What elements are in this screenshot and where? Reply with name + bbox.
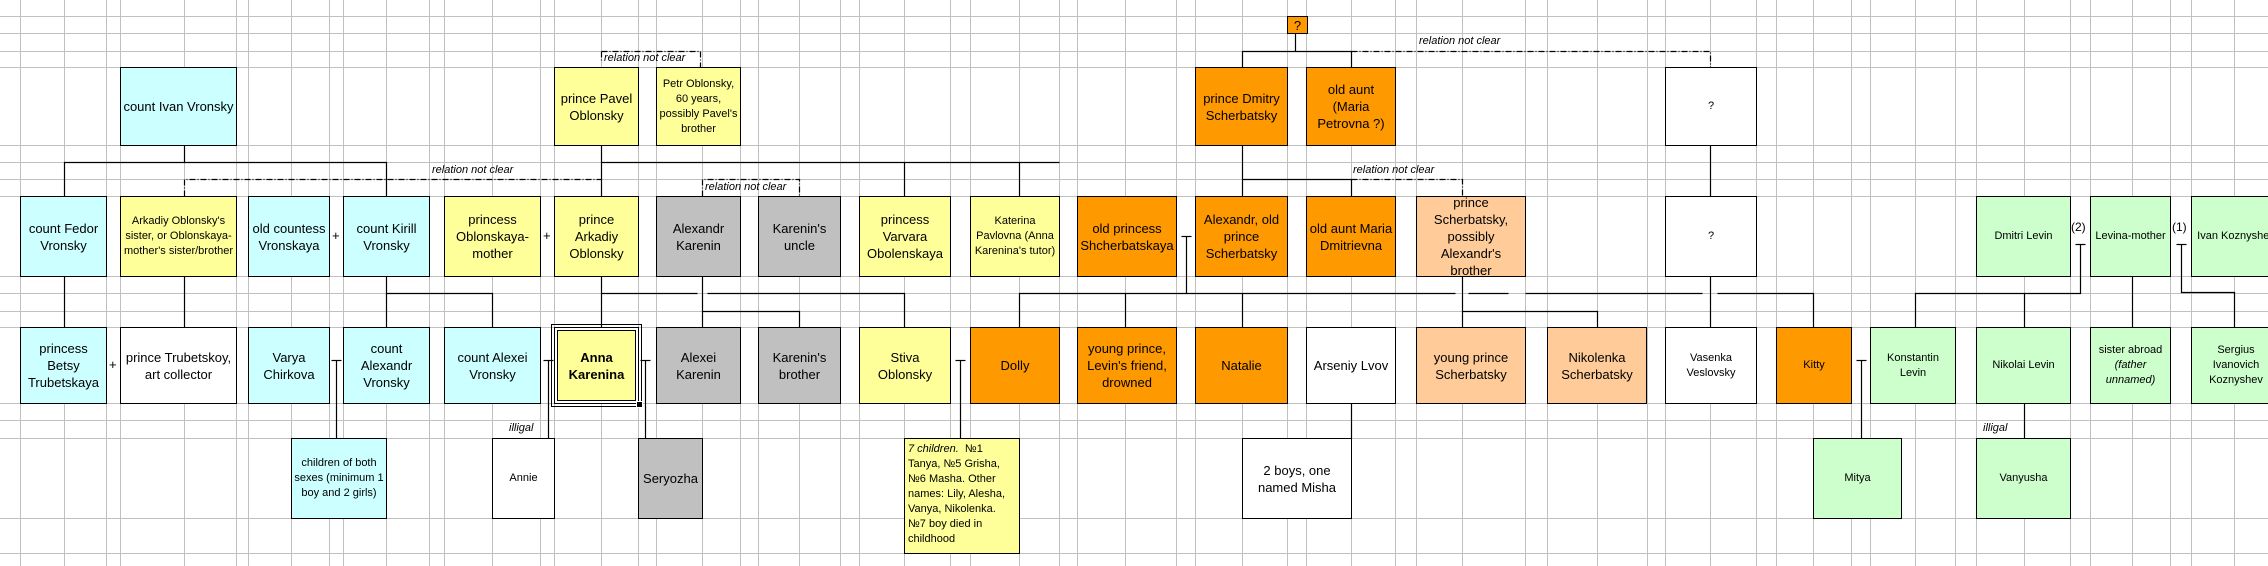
person-anna-karenina[interactable]: Anna Karenina [551,324,642,407]
marriage-plus-countess-kirill: + [332,228,340,243]
person-unknown-gen2[interactable]: ? [1665,196,1757,277]
illegitimate-label-vanyusha: illigal [1983,422,2008,434]
person-young-prince-drowned[interactable]: young prince, Levin's friend, drowned [1077,327,1177,404]
sister-abroad-name: sister abroad [2098,344,2163,356]
person-betsy-trubetskaya[interactable]: princess Betsy Trubetskaya [20,327,107,404]
relation-not-clear-label-oblonsky: relation not clear [604,52,686,64]
person-prince-scherbatsky-brother[interactable]: prince Scherbatsky, possibly Alexandr's … [1416,196,1526,277]
person-lvov-children[interactable]: 2 boys, one named Misha [1242,438,1352,519]
marriage-plus-oblonsky: + [543,228,551,243]
person-karenins-uncle[interactable]: Karenin's uncle [758,196,841,277]
person-annie[interactable]: Annie [492,438,555,519]
oblonsky-children-names: №1 Tanya, №5 Grisha, №6 Masha. Other nam… [908,443,1006,545]
person-old-countess-vronskaya[interactable]: old countess Vronskaya [248,196,330,277]
person-dmitri-levin[interactable]: Dmitri Levin [1976,196,2071,277]
person-katerina-pavlovna[interactable]: Katerina Pavlovna (Anna Karenina's tutor… [970,196,1060,277]
person-petr-oblonsky[interactable]: Petr Oblonsky, 60 years, possibly Pavel'… [656,67,741,146]
person-alexandr-karenin[interactable]: Alexandr Karenin [656,196,741,277]
person-fedor-vronsky[interactable]: count Fedor Vronsky [20,196,107,277]
person-seryozha[interactable]: Seryozha [638,438,703,519]
relation-not-clear-label-karenin: relation not clear [705,181,787,193]
person-karenins-brother[interactable]: Karenin's brother [758,327,841,404]
person-alexei-vronsky[interactable]: count Alexei Vronsky [444,327,541,404]
marriage-second-label: (2) [2071,220,2086,234]
person-kirill-vronsky[interactable]: count Kirill Vronsky [343,196,430,277]
person-pavel-oblonsky[interactable]: prince Pavel Oblonsky [554,67,639,146]
person-ivan-vronsky[interactable]: count Ivan Vronsky [120,67,237,146]
illegitimate-label-annie: illigal [509,422,534,434]
person-princess-oblonskaya-mother[interactable]: princess Oblonskaya-mother [444,196,541,277]
person-unknown-ancestor[interactable]: ? [1287,16,1308,34]
marriage-plus-trubetskoy: + [109,357,117,372]
person-sister-abroad[interactable]: sister abroad (father unnamed) [2090,327,2171,404]
relation-not-clear-label-scherbatsky: relation not clear [1353,164,1435,176]
sister-abroad-note: (father unnamed) [2105,359,2156,386]
person-dmitry-scherbatsky[interactable]: prince Dmitry Scherbatsky [1195,67,1288,146]
person-vasenka-veslovsky[interactable]: Vasenka Veslovsky [1665,327,1757,404]
person-young-prince-scherbatsky[interactable]: young prince Scherbatsky [1416,327,1526,404]
person-levina-mother[interactable]: Levina-mother [2090,196,2171,277]
person-konstantin-levin[interactable]: Konstantin Levin [1870,327,1956,404]
person-unknown-gen1[interactable]: ? [1665,67,1757,146]
person-kitty[interactable]: Kitty [1776,327,1852,404]
person-old-aunt-maria-petrovna[interactable]: old aunt (Maria Petrovna ?) [1306,67,1396,146]
person-dolly[interactable]: Dolly [970,327,1060,404]
cell-fill-handle[interactable] [636,401,643,408]
person-alexandr-old-prince[interactable]: Alexandr, old prince Scherbatsky [1195,196,1288,277]
person-old-princess-shcherbatskaya[interactable]: old princess Shcherbatskaya [1077,196,1177,277]
person-vanyusha[interactable]: Vanyusha [1976,438,2071,519]
person-nikolai-levin[interactable]: Nikolai Levin [1976,327,2071,404]
person-mitya[interactable]: Mitya [1813,438,1902,519]
marriage-first-label: (1) [2172,220,2187,234]
relation-not-clear-label-vronsky: relation not clear [432,164,514,176]
person-alexei-karenin[interactable]: Alexei Karenin [656,327,741,404]
person-arseniy-lvov[interactable]: Arseniy Lvov [1306,327,1396,404]
person-stiva-oblonsky[interactable]: Stiva Oblonsky [859,327,951,404]
person-prince-trubetskoy[interactable]: prince Trubetskoy, art collector [120,327,237,404]
person-vronsky-children[interactable]: children of both sexes (minimum 1 boy an… [291,438,387,519]
person-ivan-koznyshev[interactable]: Ivan Koznyshev [2191,196,2268,277]
person-natalie[interactable]: Natalie [1195,327,1288,404]
oblonsky-children-lead: 7 children. [908,443,959,455]
person-nikolenka-scherbatsky[interactable]: Nikolenka Scherbatsky [1547,327,1647,404]
person-oblonsky-children[interactable]: 7 children. №1 Tanya, №5 Grisha, №6 Mash… [904,438,1020,554]
person-oblonsky-sister[interactable]: Arkadiy Oblonsky's sister, or Oblonskaya… [120,196,237,277]
person-varya-chirkova[interactable]: Varya Chirkova [248,327,330,404]
relation-not-clear-label-scherbatsky-top: relation not clear [1419,35,1501,47]
person-alexandr-vronsky[interactable]: count Alexandr Vronsky [343,327,430,404]
person-varvara-obolenskaya[interactable]: princess Varvara Obolenskaya [859,196,951,277]
person-arkadiy-oblonsky[interactable]: prince Arkadiy Oblonsky [554,196,639,277]
person-sergius-koznyshev[interactable]: Sergius Ivanovich Koznyshev [2191,327,2268,404]
person-old-aunt-maria-dmitrievna[interactable]: old aunt Maria Dmitrievna [1306,196,1396,277]
